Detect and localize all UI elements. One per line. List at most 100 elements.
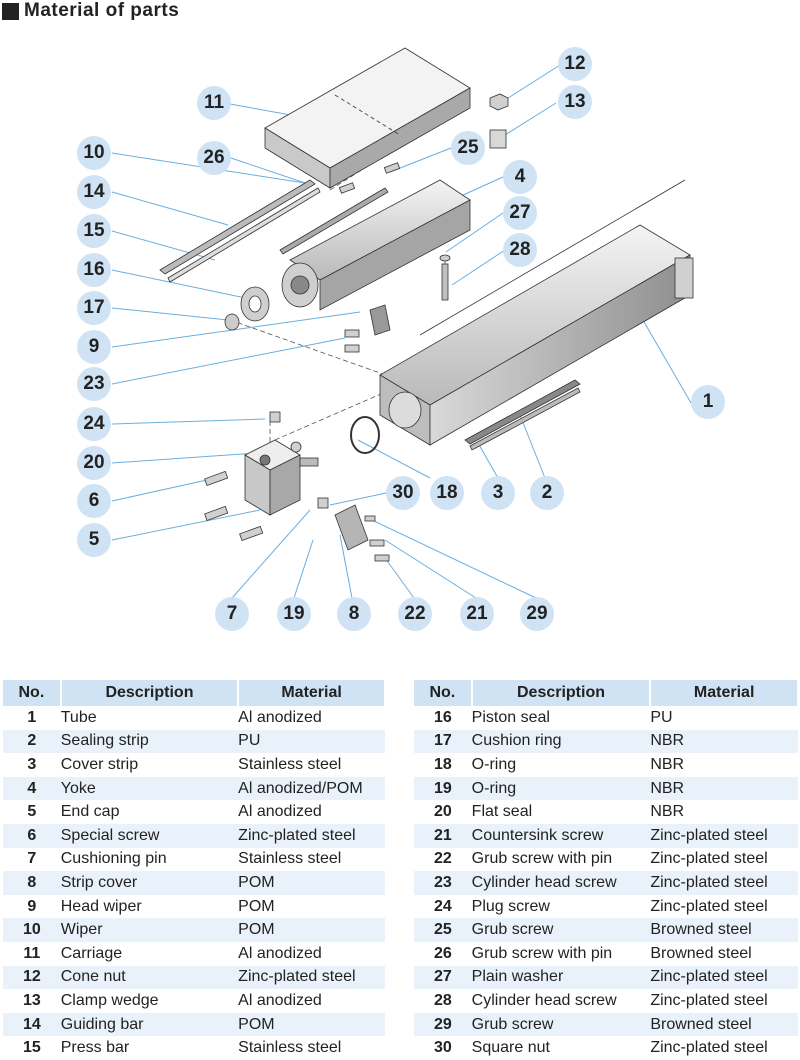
part-material: NBR [650, 755, 685, 773]
part-number: 30 [433, 1039, 452, 1057]
part-number: 15 [22, 1039, 41, 1057]
part-number: 26 [433, 944, 452, 962]
callout-16: 16 [77, 253, 111, 287]
part-description: Piston seal [471, 708, 550, 726]
callout-9: 9 [77, 330, 111, 364]
cone-nut-and-clamp-wedge-drawing [489, 93, 509, 149]
strips-drawing [464, 379, 581, 451]
column-header-description: Description [60, 680, 240, 706]
end-cap-drawing [244, 439, 319, 516]
part-number: 5 [27, 803, 37, 821]
callout-5: 5 [77, 523, 111, 557]
part-number: 13 [22, 991, 41, 1009]
guide-bars-drawing [159, 179, 389, 283]
callout-13: 13 [558, 85, 592, 119]
part-material: NBR [650, 803, 685, 821]
piston-seal-and-cushion-ring-drawing [224, 286, 270, 331]
part-number: 25 [414, 918, 472, 942]
yoke-drawing [281, 179, 471, 311]
table-row: 18 O-ring NBR [414, 753, 798, 777]
part-number: 27 [414, 965, 472, 990]
part-description: End cap [60, 803, 120, 821]
part-description: O-ring [471, 755, 517, 773]
part-number: 19 [414, 776, 472, 801]
leader-lines [111, 64, 692, 599]
table-row: 3 Cover strip Stainless steel [3, 753, 385, 777]
part-description: Cushioning pin [60, 850, 167, 868]
callout-25: 25 [451, 131, 485, 165]
part-description: Head wiper [60, 897, 142, 915]
page-title-block: Material of parts [2, 0, 179, 22]
part-material: PU [238, 729, 385, 754]
part-description: Cylinder head screw [471, 991, 617, 1009]
part-material: Al anodized [238, 803, 322, 821]
part-number: 11 [23, 944, 41, 962]
part-description: Special screw [60, 823, 239, 848]
part-number: 3 [27, 755, 37, 773]
part-number: 16 [433, 708, 452, 726]
part-number: 8 [3, 871, 61, 895]
callout-19: 19 [277, 597, 311, 631]
part-number: 10 [3, 918, 61, 942]
part-number: 24 [433, 897, 452, 915]
part-description: Cushion ring [471, 729, 651, 754]
wiper-and-strip-cover-drawing [334, 304, 391, 551]
table-row: 24 Plug screw Zinc-plated steel [414, 895, 798, 919]
callout-4: 4 [503, 160, 537, 194]
part-number: 9 [27, 897, 37, 915]
part-description: Grub screw with pin [471, 850, 613, 868]
callout-23: 23 [77, 367, 111, 401]
part-number: 18 [433, 755, 452, 773]
part-description: Strip cover [60, 871, 239, 895]
part-description: Cover strip [60, 755, 139, 773]
part-material: Browned steel [650, 918, 798, 942]
part-material: Zinc-plated steel [238, 965, 385, 990]
table-row: 5 End cap Al anodized [3, 800, 385, 824]
part-material: Zinc-plated steel [650, 965, 798, 990]
o-ring-drawing [350, 416, 380, 454]
part-material: Zinc-plated steel [650, 823, 798, 848]
part-description: Cylinder head screw [471, 871, 651, 895]
part-number: 6 [3, 823, 61, 848]
part-number: 17 [414, 729, 472, 754]
part-description: Clamp wedge [60, 991, 159, 1009]
callout-8: 8 [337, 597, 371, 631]
part-description: Square nut [471, 1039, 550, 1057]
tube-drawing [379, 179, 694, 446]
part-material: Al anodized/POM [238, 776, 385, 801]
callout-17: 17 [77, 291, 111, 325]
part-number: 4 [3, 776, 61, 801]
callout-29: 29 [520, 597, 554, 631]
part-number: 20 [433, 803, 452, 821]
washer-and-screw-drawing [439, 254, 451, 301]
part-description: Tube [60, 708, 97, 726]
part-material: Browned steel [650, 944, 752, 962]
callout-27: 27 [503, 196, 537, 230]
part-description: Cone nut [60, 965, 239, 990]
part-material: POM [238, 871, 385, 895]
part-description: Plug screw [471, 897, 550, 915]
part-material: Stainless steel [238, 755, 342, 773]
part-material: Zinc-plated steel [650, 897, 768, 915]
part-material: Zinc-plated steel [650, 991, 768, 1009]
part-description: Sealing strip [60, 729, 239, 754]
